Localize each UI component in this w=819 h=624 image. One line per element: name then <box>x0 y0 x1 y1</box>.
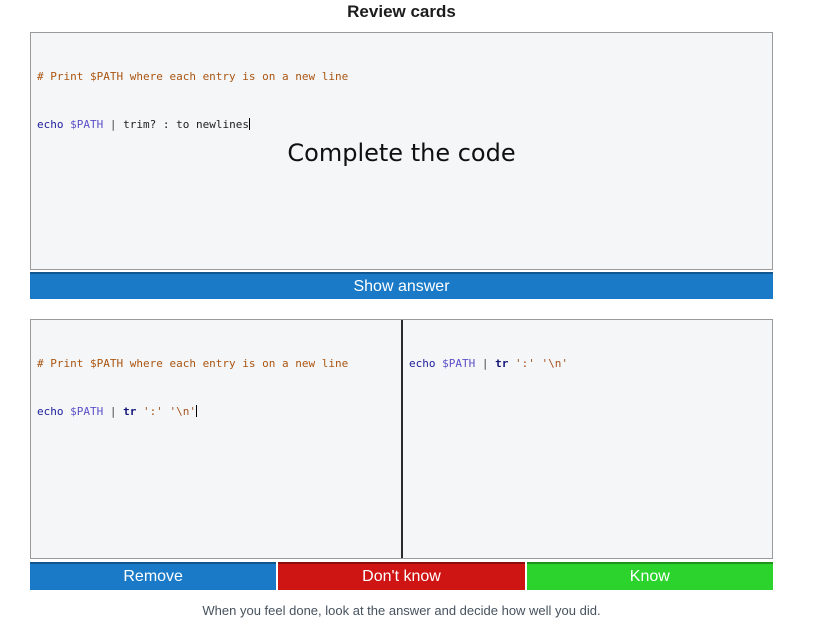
page-title: Review cards <box>347 2 456 21</box>
code-token-attempt: trim? : to newlines <box>123 118 249 131</box>
grading-button-row: Remove Don't know Know <box>30 562 773 590</box>
question-code-editor[interactable]: # Print $PATH where each entry is on a n… <box>31 33 772 169</box>
code-token-pipe: | <box>475 357 496 370</box>
code-token-pipe: | <box>103 118 124 131</box>
code-token-tr: tr <box>495 357 515 370</box>
footer-hint: When you feel done, look at the answer a… <box>202 603 601 618</box>
code-input-line: echo $PATH | tr ':' '\n' <box>37 404 395 420</box>
code-token-echo: echo <box>37 405 71 418</box>
answer-code-panel: echo $PATH | tr ':' '\n' <box>403 320 772 558</box>
code-token-echo: echo <box>409 357 443 370</box>
code-comment: # Print $PATH where each entry is on a n… <box>37 70 349 83</box>
code-input-line: echo $PATH | trim? : to newlines <box>37 117 766 133</box>
question-card: # Print $PATH where each entry is on a n… <box>30 32 773 270</box>
text-caret <box>196 405 197 417</box>
show-answer-button[interactable]: Show answer <box>30 272 773 299</box>
code-token-path-var: $PATH <box>442 357 476 370</box>
code-token-path-var: $PATH <box>70 118 104 131</box>
code-token-pipe: | <box>103 405 124 418</box>
attempt-code-editor[interactable]: # Print $PATH where each entry is on a n… <box>31 320 403 558</box>
code-token-tr: tr <box>123 405 143 418</box>
remove-button[interactable]: Remove <box>30 562 277 590</box>
dont-know-button[interactable]: Don't know <box>278 562 525 590</box>
know-button[interactable]: Know <box>526 562 773 590</box>
card-prompt: Complete the code <box>287 139 516 167</box>
code-token-echo: echo <box>37 118 71 131</box>
answer-code-line: echo $PATH | tr ':' '\n' <box>409 356 766 372</box>
code-comment-line: # Print $PATH where each entry is on a n… <box>37 356 395 372</box>
code-comment-line: # Print $PATH where each entry is on a n… <box>37 69 766 85</box>
code-token-colon-string: ':' <box>143 405 170 418</box>
code-comment: # Print $PATH where each entry is on a n… <box>37 357 349 370</box>
code-token-path-var: $PATH <box>70 405 104 418</box>
review-page: Review cards # Print $PATH where each en… <box>30 0 773 618</box>
grading-card: # Print $PATH where each entry is on a n… <box>30 319 773 559</box>
text-caret <box>248 118 250 130</box>
code-token-newline-string: '\n' <box>541 357 569 370</box>
code-token-colon-string: ':' <box>515 357 542 370</box>
code-token-newline-string: '\n' <box>169 405 197 418</box>
